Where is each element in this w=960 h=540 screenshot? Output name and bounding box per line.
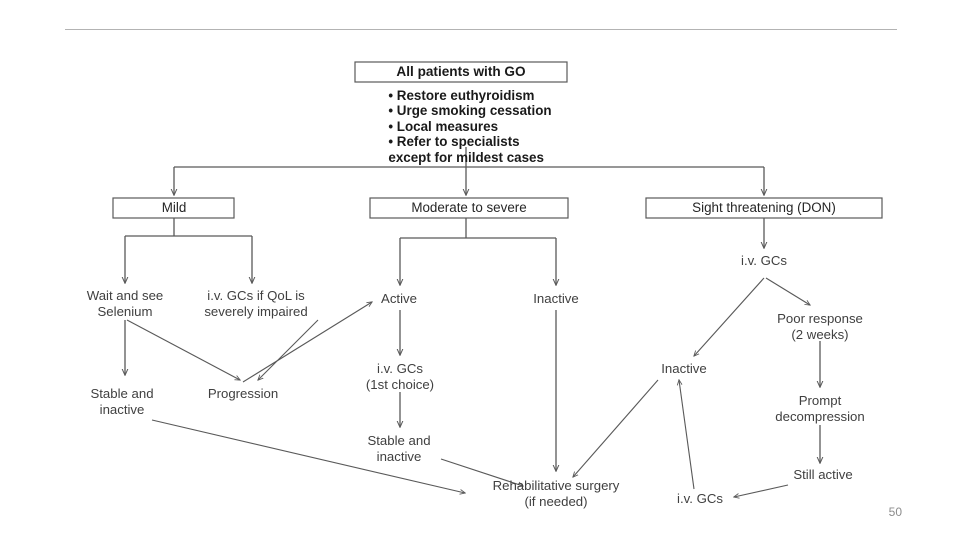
node-iv-gcs-retreat: i.v. GCs [677,491,723,506]
conn-ivgcsdon-to-inactive [694,277,765,356]
header-divider-line [65,29,897,30]
conn-stableleft-to-rehab [151,419,465,493]
node-iv-gcs-qol-line2: severely impaired [204,303,308,319]
root-box-outline [354,61,568,83]
conn-progression-to-active [242,302,372,383]
conn-ivgcsretreat-to-inactive [679,380,695,490]
root-bullet-1: • Urge smoking cessation [388,103,552,119]
root-bullet-2: • Local measures [388,118,499,134]
root-bullet-3: • Refer to specialists [388,134,520,150]
node-rehabilitative-surgery-line2: (if needed) [524,493,588,509]
node-wait-and-see-line1: Wait and see [86,288,164,303]
node-inactive-mid: Inactive [533,291,579,306]
conn-ivgcsqol-to-progression [258,319,319,380]
root-title: All patients with GO [396,64,526,79]
node-prompt-decompression-line2: decompression [775,408,865,424]
node-iv-gcs-first-choice-line2: (1st choice) [365,376,435,392]
node-stable-inactive-mid-line2: inactive [376,448,422,464]
conn-stillactive-to-ivgcsretreat [734,484,789,497]
page-number: 50 [888,505,902,519]
root-bullet-0: • Restore euthyroidism [388,88,535,103]
node-iv-gcs-qol-line1: i.v. GCs if QoL is [207,288,305,303]
node-stable-inactive-left-line2: inactive [99,401,145,417]
moderate-box-outline [369,197,569,219]
node-poor-response: Poor response (2 weeks) [777,311,863,342]
conn-wait-to-progression [126,319,240,380]
node-stable-inactive-left: Stable and inactive [90,386,153,417]
node-rehabilitative-surgery-line1: Rehabilitative surgery [492,478,620,493]
conn-stablemid-to-rehab [440,458,523,486]
category-sight-label: Sight threatening (DON) [692,200,836,215]
node-stable-inactive-mid-line1: Stable and [367,433,431,448]
node-active: Active [381,291,417,306]
node-prompt-decompression-line1: Prompt [798,393,842,408]
category-mild-label: Mild [161,200,187,215]
node-poor-response-line1: Poor response [777,311,863,326]
node-iv-gcs-qol: i.v. GCs if QoL is severely impaired [204,288,307,319]
root-bullet-list: • Restore euthyroidism • Urge smoking ce… [388,88,551,165]
node-iv-gcs-first-choice: i.v. GCs (1st choice) [366,361,434,392]
conn-inactiveright-to-rehab [573,379,659,477]
node-rehabilitative-surgery: Rehabilitative surgery (if needed) [493,478,620,509]
node-wait-and-see: Wait and see Selenium [87,288,163,319]
category-moderate-label: Moderate to severe [411,200,527,215]
node-progression: Progression [207,386,279,401]
node-still-active: Still active [793,467,853,482]
conn-ivgcsdon-to-poor [765,277,810,305]
node-stable-inactive-mid: Stable and inactive [367,433,430,464]
node-poor-response-line2: (2 weeks) [791,326,849,342]
node-inactive-right: Inactive [661,361,707,376]
node-wait-and-see-line2: Selenium [97,303,153,319]
node-stable-inactive-left-line1: Stable and [90,386,154,401]
node-iv-gcs-first-choice-line1: i.v. GCs [377,361,423,376]
root-bullet-4: except for mildest cases [388,149,544,165]
node-prompt-decompression: Prompt decompression [775,393,864,424]
node-iv-gcs-don: i.v. GCs [741,253,787,268]
